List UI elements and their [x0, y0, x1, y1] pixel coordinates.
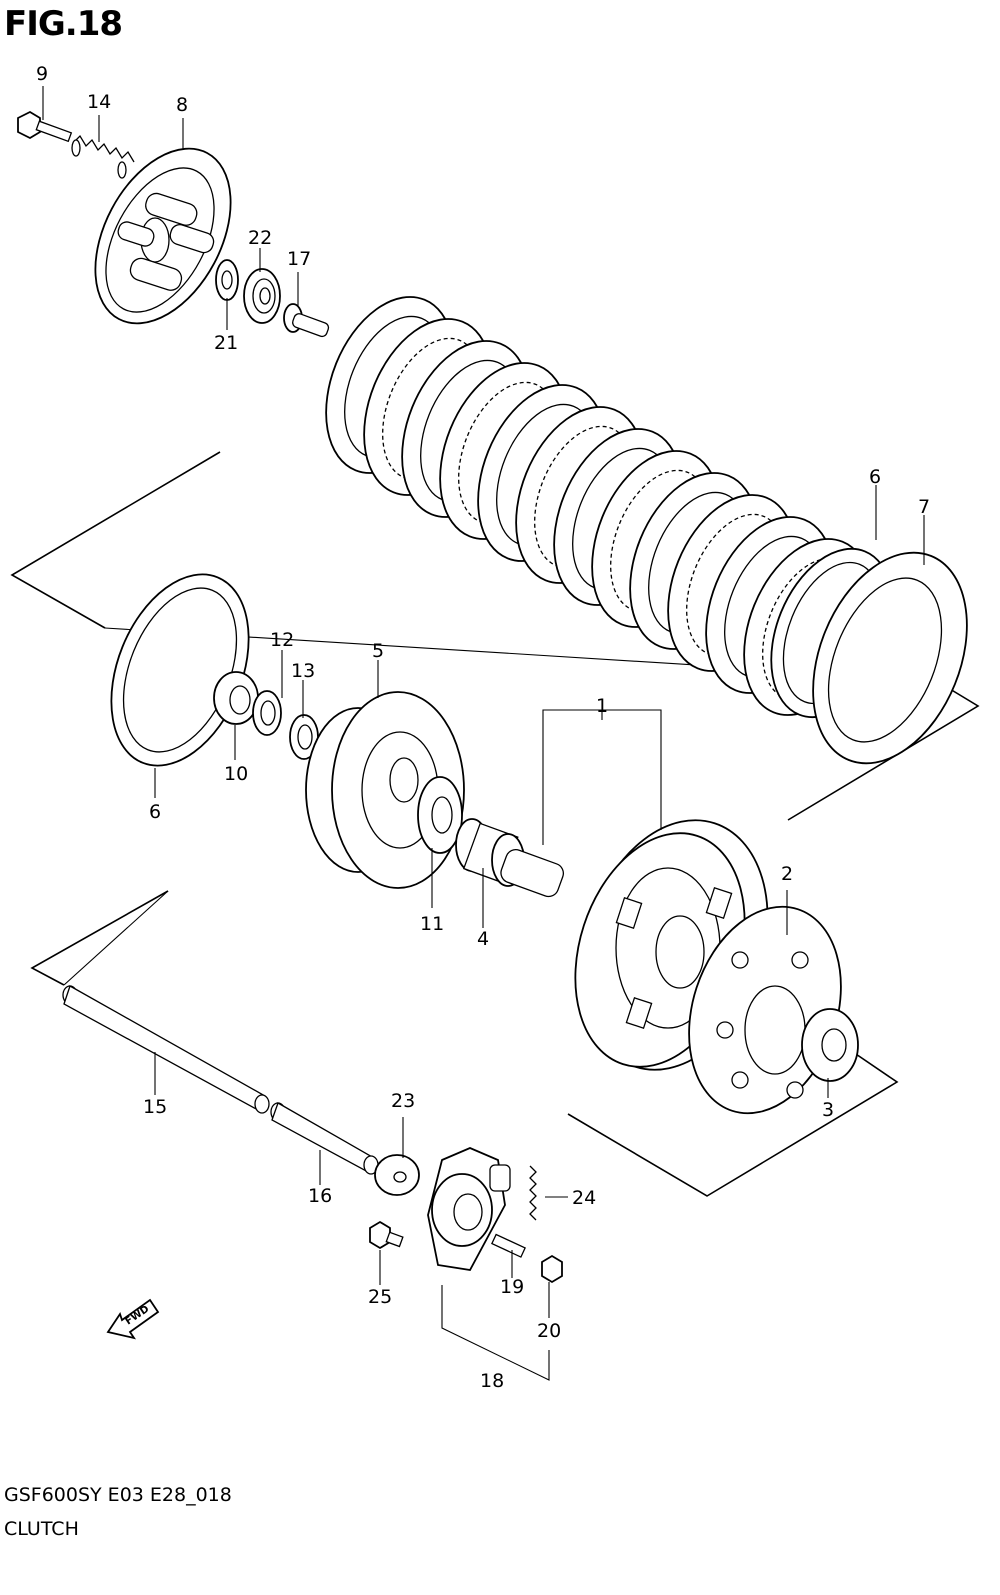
- clutch-spring-bolt: [17, 110, 73, 143]
- callout-22: 22: [248, 227, 272, 249]
- callout-12: 12: [270, 629, 294, 651]
- callout-8: 8: [176, 94, 188, 116]
- oil-pump-drive-gear: [688, 905, 842, 1115]
- clutch-release-assy: [427, 1147, 511, 1271]
- clutch-push-rod-short: [270, 1102, 379, 1175]
- primary-driven-gear-assy: [574, 819, 769, 1071]
- callout-16: 16: [308, 1185, 332, 1207]
- lower-assembly-frame: [30, 890, 169, 986]
- callout-9: 9: [36, 63, 48, 85]
- callout-4: 4: [477, 928, 489, 950]
- lower-frame-centerline: [63, 890, 169, 986]
- lower-assembly-frame-right: [567, 1049, 899, 1197]
- callout-1: 1: [596, 695, 608, 717]
- callout-21: 21: [214, 332, 238, 354]
- lock-nut: [541, 1254, 563, 1284]
- callout-23: 23: [391, 1090, 415, 1112]
- callout-14: 14: [87, 91, 111, 113]
- callout-11: 11: [420, 913, 444, 935]
- adjusting-screw: [491, 1233, 526, 1258]
- clutch-push-rod: [62, 985, 270, 1114]
- return-spring: [529, 1165, 537, 1221]
- release-assy-bolt: [369, 1220, 404, 1250]
- oil-pump-spacer: [801, 1008, 859, 1082]
- section-name: CLUTCH: [4, 1518, 79, 1540]
- model-code: GSF600SY E03 E28_018: [4, 1484, 232, 1506]
- clutch-push-piece: [283, 303, 330, 338]
- figure-title: FIG.18: [4, 4, 123, 44]
- clutch-sleeve-hub-nut: [213, 671, 259, 725]
- clutch-spring: [71, 134, 135, 179]
- callout-18: 18: [480, 1370, 504, 1392]
- callout-17: 17: [287, 248, 311, 270]
- callout-2: 2: [781, 863, 793, 885]
- callout-13: 13: [291, 660, 315, 682]
- callout-25: 25: [368, 1286, 392, 1308]
- clutch-driven-plate-7: [812, 551, 968, 765]
- callout-labels: 1 2 3 4 5 6 6 7 8 9 10 11 12 13 14 15 16…: [36, 63, 930, 1392]
- callout-6-lower: 6: [149, 801, 161, 823]
- callout-20: 20: [537, 1320, 561, 1342]
- callout-7: 7: [918, 496, 930, 518]
- callout-6-upper: 6: [869, 466, 881, 488]
- upper-assembly-frame: [10, 451, 221, 629]
- clutch-spacer: [500, 849, 565, 898]
- forward-direction-arrow: FWD: [106, 1298, 160, 1340]
- callout-15: 15: [143, 1096, 167, 1118]
- wave-washer-lower: [110, 573, 250, 767]
- callout-5: 5: [372, 640, 384, 662]
- callout-10: 10: [224, 763, 248, 785]
- callout-3: 3: [822, 1099, 834, 1121]
- callout-19: 19: [500, 1276, 524, 1298]
- callout-24: 24: [572, 1187, 596, 1209]
- pressure-plate: [94, 147, 232, 325]
- release-bearing: [243, 268, 281, 324]
- oil-seal: [374, 1154, 420, 1196]
- leader-lines: [42, 86, 925, 1381]
